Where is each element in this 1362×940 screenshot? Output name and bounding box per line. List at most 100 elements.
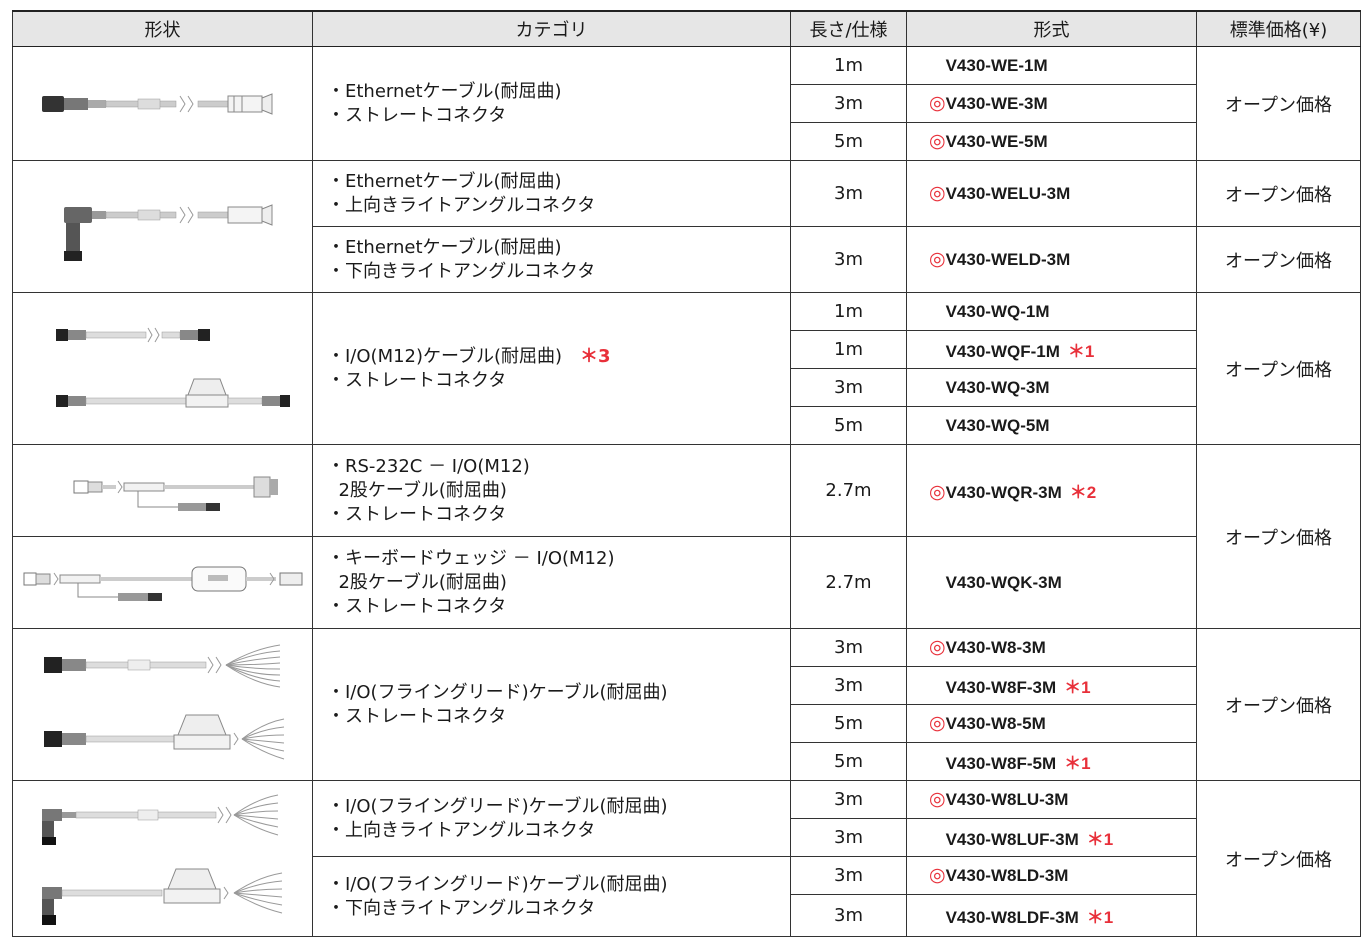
price-cell: オープン価格 <box>1196 444 1361 629</box>
model-cell: ◎V430-WELD-3M <box>906 226 1197 293</box>
price-cell: オープン価格 <box>1196 780 1361 937</box>
footnote-mark: ＊1 <box>1086 907 1114 927</box>
footnote-mark: ＊1 <box>1064 753 1091 773</box>
recommended-mark: ◎ <box>929 637 946 658</box>
table-row: ・Ethernetケーブル(耐屈曲) ・下向きライトアングルコネクタ 3m ◎V… <box>13 226 1361 293</box>
length-cell: 3m <box>790 856 907 895</box>
length-cell: 3m <box>790 818 907 857</box>
price-cell: オープン価格 <box>1196 292 1361 445</box>
length-cell: 5m <box>790 122 907 161</box>
length-cell: 3m <box>790 368 907 407</box>
length-cell: 3m <box>790 666 907 705</box>
length-cell: 2.7m <box>790 444 907 537</box>
cable-rightangle-ethernet-icon <box>12 160 313 293</box>
table-row: 5m ◎V430-WE-5M <box>13 122 1361 161</box>
price-cell: オープン価格 <box>1196 628 1361 781</box>
category-cell: ・I/O(フライングリード)ケーブル(耐屈曲) ・下向きライトアングルコネクタ <box>312 856 791 937</box>
table-row: 3m ◎V430-W8LUF-3M＊1 <box>13 818 1361 857</box>
header-length-spec: 長さ/仕様 <box>790 10 907 47</box>
recommended-mark: ◎ <box>929 789 946 810</box>
table-row: ・I/O(フライングリード)ケーブル(耐屈曲) ・上向きライトアングルコネクタ … <box>12 780 1361 937</box>
model-cell: ◎V430-W8F-5M＊1 <box>906 742 1197 781</box>
model-cell: ◎V430-WQK-3M <box>906 536 1197 629</box>
category-cell: ・Ethernetケーブル(耐屈曲) ・下向きライトアングルコネクタ <box>312 226 791 293</box>
length-cell: 2.7m <box>790 536 907 629</box>
model-cell: ◎V430-WELU-3M <box>906 160 1197 227</box>
category-cell: ・I/O(フライングリード)ケーブル(耐屈曲) ・上向きライトアングルコネクタ <box>312 780 791 857</box>
model-cell: ◎V430-W8-3M <box>906 628 1197 667</box>
cable-spec-table: 形状 カテゴリ 長さ/仕様 形式 標準価格(¥) <box>12 10 1361 937</box>
price-cell: オープン価格 <box>1196 226 1361 293</box>
cable-straight-ethernet-icon <box>12 46 313 161</box>
recommended-mark: ◎ <box>929 183 946 204</box>
table-row: ・RS-232C － I/O(M12) 2股ケーブル(耐屈曲) ・ストレートコネ… <box>12 444 1361 629</box>
model-cell: ◎V430-W8LUF-3M＊1 <box>906 818 1197 857</box>
header-model: 形式 <box>906 10 1197 47</box>
price-cell: オープン価格 <box>1196 46 1361 161</box>
length-cell: 5m <box>790 406 907 445</box>
length-cell: 3m <box>790 628 907 667</box>
length-cell: 3m <box>790 226 907 293</box>
recommended-mark: ◎ <box>929 865 946 886</box>
table-row: ・キーボードウェッジ － I/O(M12) 2股ケーブル(耐屈曲) ・ストレート… <box>12 536 1361 629</box>
table-row: 1m ◎V430-WQF-1M＊1 <box>13 330 1361 369</box>
footnote-mark: ＊1 <box>1086 829 1114 849</box>
category-cell: ・キーボードウェッジ － I/O(M12) 2股ケーブル(耐屈曲) ・ストレート… <box>312 536 791 629</box>
category-cell: ・Ethernetケーブル(耐屈曲) ・ストレートコネクタ <box>312 46 791 161</box>
table-row: ・Ethernetケーブル(耐屈曲) ・上向きライトアングルコネクタ 3m ◎V… <box>12 160 1361 293</box>
model-cell: ◎V430-WQR-3M＊2 <box>906 444 1197 537</box>
recommended-mark: ◎ <box>929 481 946 503</box>
recommended-mark: ◎ <box>929 249 946 270</box>
recommended-mark: ◎ <box>929 713 946 734</box>
model-cell: ◎V430-W8-5M <box>906 704 1197 743</box>
model-cell: ◎V430-WE-3M <box>906 84 1197 123</box>
table-row: 5m ◎V430-W8-5M <box>13 704 1361 743</box>
cable-y-split-rs232-icon <box>12 444 313 537</box>
model-cell: ◎V430-WQ-3M <box>906 368 1197 407</box>
category-cell: ・Ethernetケーブル(耐屈曲) ・上向きライトアングルコネクタ <box>312 160 791 227</box>
model-cell: ◎V430-WQ-5M <box>906 406 1197 445</box>
recommended-mark: ◎ <box>929 131 946 152</box>
footnote-mark: ＊2 <box>1069 482 1097 502</box>
model-cell: ◎V430-W8LU-3M <box>906 780 1197 819</box>
length-cell: 1m <box>790 46 907 85</box>
cable-flying-lead-straight-icon <box>12 628 313 781</box>
length-cell: 3m <box>790 160 907 227</box>
length-cell: 1m <box>790 330 907 369</box>
cable-m12-straight-icon <box>12 292 313 445</box>
length-cell: 5m <box>790 742 907 781</box>
model-cell: ◎V430-W8LD-3M <box>906 856 1197 895</box>
table-row: ・I/O(M12)ケーブル(耐屈曲) ＊3 ・ストレートコネクタ 1m ◎V43… <box>12 292 1361 445</box>
footnote-mark: ＊1 <box>1064 677 1091 697</box>
table-row: 5m ◎V430-W8F-5M＊1 <box>13 742 1361 781</box>
model-cell: ◎V430-WE-5M <box>906 122 1197 161</box>
category-cell: ・I/O(フライングリード)ケーブル(耐屈曲) ・ストレートコネクタ <box>312 628 791 781</box>
recommended-mark: ◎ <box>929 93 946 114</box>
table-header-row: 形状 カテゴリ 長さ/仕様 形式 標準価格(¥) <box>12 10 1361 47</box>
length-cell: 3m <box>790 84 907 123</box>
table-row: ・I/O(フライングリード)ケーブル(耐屈曲) ・下向きライトアングルコネクタ … <box>13 856 1361 937</box>
model-cell: ◎V430-W8LDF-3M＊1 <box>906 894 1197 937</box>
header-category: カテゴリ <box>312 10 791 47</box>
model-cell: ◎V430-W8F-3M＊1 <box>906 666 1197 705</box>
table-row: ・I/O(フライングリード)ケーブル(耐屈曲) ・ストレートコネクタ 3m ◎V… <box>12 628 1361 781</box>
table-row: 3m ◎V430-WE-3M <box>13 84 1361 123</box>
price-cell: オープン価格 <box>1196 160 1361 227</box>
cable-flying-lead-rightangle-icon <box>12 780 313 937</box>
length-cell: 1m <box>790 292 907 331</box>
category-cell: ・I/O(M12)ケーブル(耐屈曲) ＊3 ・ストレートコネクタ <box>312 292 791 445</box>
model-cell: ◎V430-WE-1M <box>906 46 1197 85</box>
footnote-mark: ＊1 <box>1067 341 1095 361</box>
table-row: 3m ◎V430-W8LDF-3M＊1 <box>13 894 1361 937</box>
footnote-mark: ＊3 <box>580 345 611 367</box>
category-cell: ・RS-232C － I/O(M12) 2股ケーブル(耐屈曲) ・ストレートコネ… <box>312 444 791 537</box>
model-cell: ◎V430-WQ-1M <box>906 292 1197 331</box>
header-shape: 形状 <box>12 10 313 47</box>
model-cell: ◎V430-WQF-1M＊1 <box>906 330 1197 369</box>
table-row: 5m ◎V430-WQ-5M <box>13 406 1361 445</box>
cable-y-split-keyboard-icon <box>12 536 313 629</box>
length-cell: 3m <box>790 780 907 819</box>
header-price: 標準価格(¥) <box>1196 10 1361 47</box>
length-cell: 3m <box>790 894 907 937</box>
length-cell: 5m <box>790 704 907 743</box>
